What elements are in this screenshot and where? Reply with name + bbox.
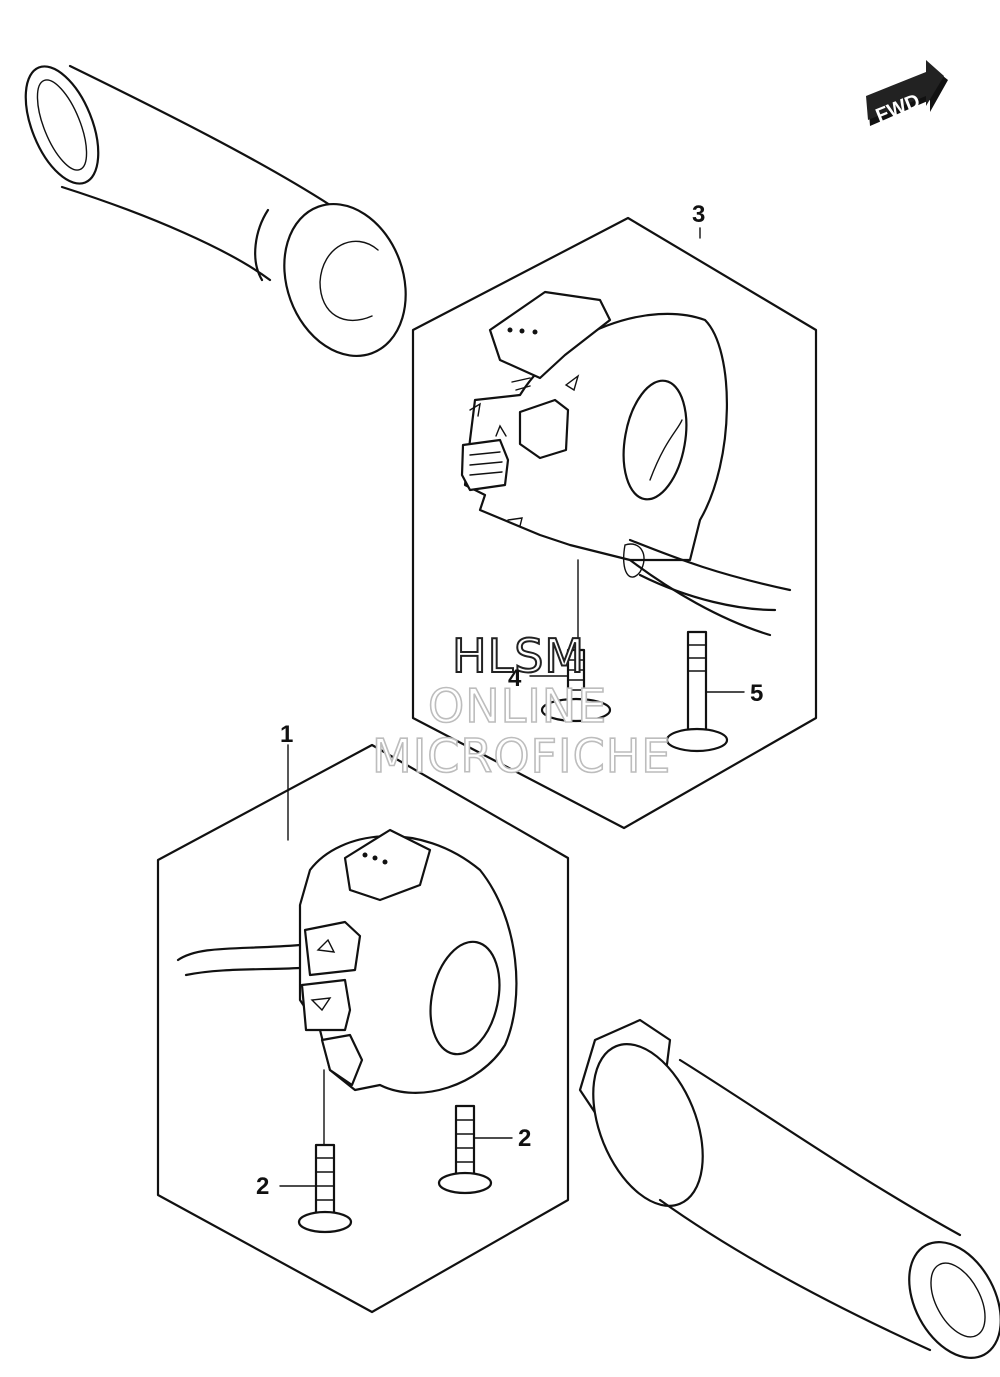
watermark-line2: ONLINE [428, 679, 607, 733]
left-switch-assembly-group [156, 743, 570, 1314]
watermark: HLSM ONLINE MICROFICHE [371, 628, 671, 784]
throttle-grip [578, 1018, 1000, 1359]
callout-part-5: 5 [750, 680, 763, 707]
screw-part-2-left [279, 1143, 353, 1234]
callout-part-2-right: 2 [518, 1125, 531, 1152]
forward-arrow-icon: FWD [866, 60, 948, 127]
callout-part-3: 3 [692, 201, 705, 228]
screw-part-4 [529, 648, 612, 723]
watermark-line3: MICROFICHE [372, 729, 671, 783]
left-handlebar-grip [24, 64, 407, 358]
screw-part-2-right [437, 1104, 513, 1195]
callout-part-1: 1 [280, 721, 293, 748]
watermark-line1: HLSM [452, 629, 585, 683]
callout-part-4: 4 [508, 665, 522, 692]
screw-part-5 [665, 630, 745, 753]
callout-part-2-left: 2 [256, 1173, 269, 1200]
right-switch-assembly-group [411, 216, 818, 830]
